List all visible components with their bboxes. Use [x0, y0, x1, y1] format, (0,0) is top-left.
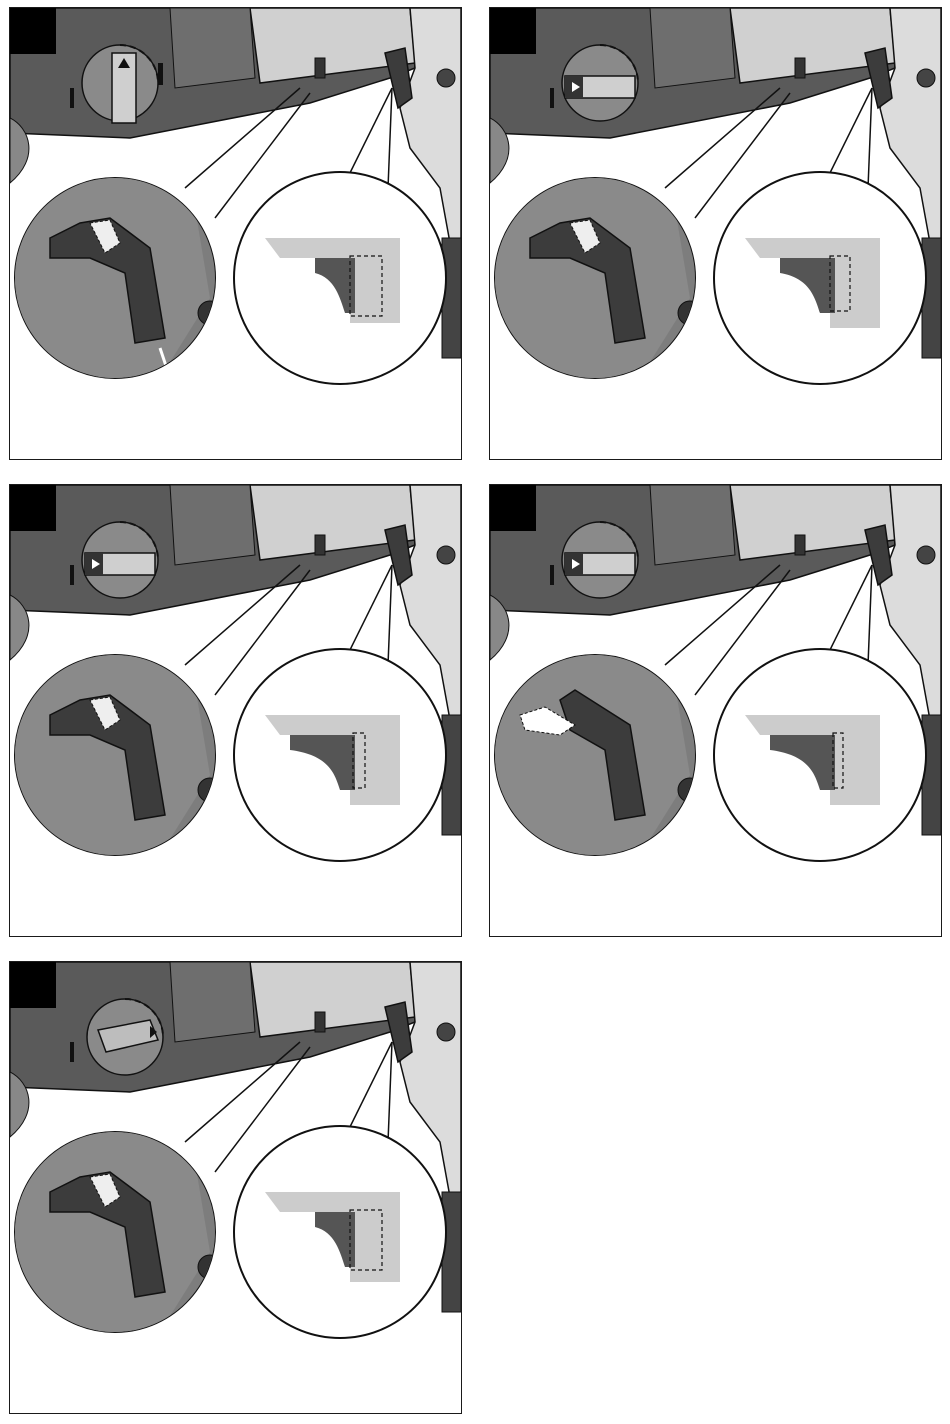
- drill-illustration: [10, 8, 461, 459]
- dial-mark: [70, 565, 74, 585]
- leader-line: [825, 88, 872, 183]
- handle-button-icon: [917, 69, 935, 87]
- drill-illustration: [490, 8, 941, 459]
- leader-line: [825, 565, 872, 660]
- leader-line: [388, 1042, 392, 1142]
- handle-button-icon: [437, 1023, 455, 1041]
- detail-circle-schematic: [714, 172, 926, 384]
- leader-line: [868, 565, 872, 665]
- screw-bump: [795, 535, 805, 555]
- detail-circle-schematic: [234, 172, 446, 384]
- leader-line: [345, 1042, 392, 1137]
- detail-circle-lever: [490, 178, 702, 378]
- leader-line: [868, 88, 872, 188]
- panel-label: [490, 8, 536, 54]
- leader-line: [388, 88, 392, 188]
- dial-mark: [70, 1042, 74, 1062]
- detail-circle-lever: [10, 178, 222, 378]
- vent-section: [170, 485, 255, 565]
- panel-4: [489, 484, 942, 937]
- panel-label: [10, 962, 56, 1008]
- panel-label: [490, 485, 536, 531]
- screw-bump: [315, 58, 325, 78]
- detail-circle-schematic: [234, 1126, 446, 1338]
- drill-illustration: [10, 485, 461, 936]
- panel-3: [9, 484, 462, 937]
- screw-bump: [795, 58, 805, 78]
- dial-T-mark: [158, 63, 163, 85]
- screw-bump: [315, 535, 325, 555]
- panel-5: [9, 961, 462, 1414]
- handle-button-icon: [437, 69, 455, 87]
- panel-1: [9, 7, 462, 460]
- leader-line: [345, 88, 392, 183]
- drill-illustration: [490, 485, 941, 936]
- leader-line: [345, 565, 392, 660]
- drill-illustration: [10, 962, 461, 1413]
- vent-section: [650, 8, 735, 88]
- leader-line: [388, 565, 392, 665]
- dial-mark: [550, 565, 554, 585]
- detail-circle-lever: [10, 1132, 222, 1332]
- screw-bump: [315, 1012, 325, 1032]
- panel-label: [10, 485, 56, 531]
- panel-2: [489, 7, 942, 460]
- detail-circle-schematic: [714, 649, 926, 861]
- detail-circle-schematic: [234, 649, 446, 861]
- panel-label: [10, 8, 56, 54]
- dial-mark: [550, 88, 554, 108]
- vent-section: [170, 962, 255, 1042]
- handle-button-icon: [437, 546, 455, 564]
- detail-circle-lever: [10, 655, 222, 855]
- handle-button-icon: [917, 546, 935, 564]
- detail-circle-lever: [490, 655, 702, 855]
- vent-section: [170, 8, 255, 88]
- dial-mark: [70, 88, 74, 108]
- vent-section: [650, 485, 735, 565]
